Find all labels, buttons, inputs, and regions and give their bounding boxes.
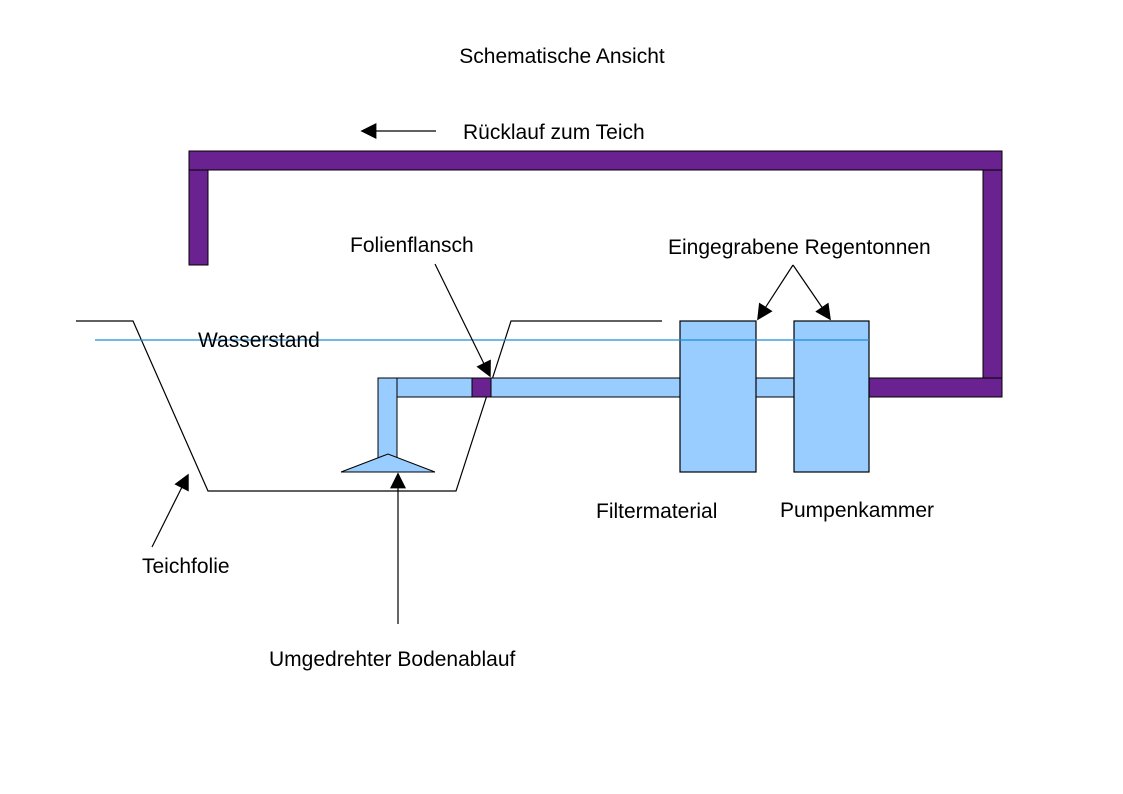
return-pipe-left-outlet (188, 169, 209, 266)
flange-label: Folienflansch (350, 234, 474, 257)
barrels-label: Eingegrabene Regentonnen (668, 236, 931, 259)
pond-liner (76, 320, 662, 492)
return-pipe (188, 150, 1003, 398)
return-pipe-bottom (868, 377, 1003, 398)
barrels-arrow-right (792, 264, 831, 321)
liner-flange (471, 377, 492, 398)
water-pipe (340, 377, 795, 473)
filter-material-label: Filtermaterial (596, 500, 717, 523)
bottom-drain-cone (340, 453, 436, 473)
liner-arrow (151, 473, 189, 548)
flange-arrow (434, 263, 491, 378)
filter-barrel (679, 320, 757, 473)
bottom-drain-label: Umgedrehter Bodenablauf (269, 648, 515, 671)
pump-barrel (793, 320, 870, 473)
connector-pipe (755, 377, 795, 398)
feed-pipe (396, 377, 681, 398)
diagram-title: Schematische Ansicht (459, 45, 665, 68)
water-level-label: Wasserstand (198, 329, 320, 352)
pump-chamber-label: Pumpenkammer (780, 499, 934, 522)
drain-riser-pipe (377, 377, 398, 463)
return-pipe-top (188, 150, 1003, 171)
pond-liner-label: Teichfolie (142, 555, 230, 578)
return-flow-label: Rücklauf zum Teich (463, 121, 645, 144)
barrels-arrow-left (757, 264, 794, 321)
return-pipe-right-riser (982, 169, 1003, 379)
